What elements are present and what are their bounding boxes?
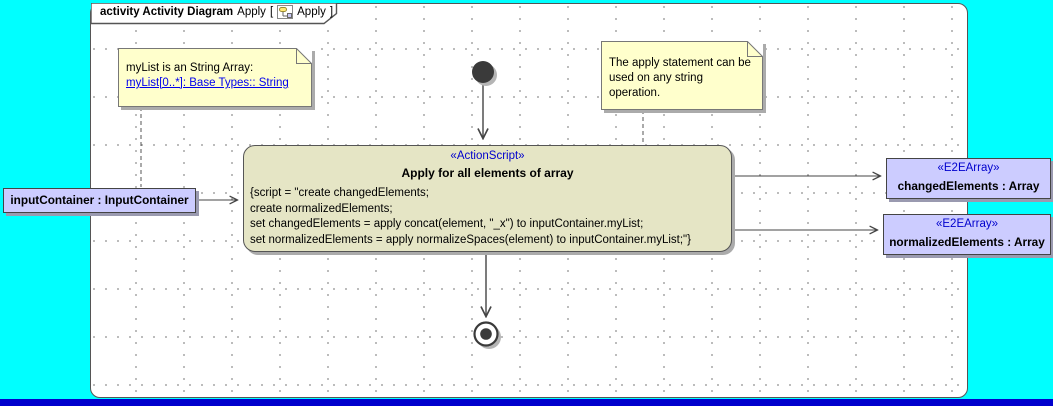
frame-tab-shape (90, 2, 338, 25)
script-line: set normalizedElements = apply normalize… (250, 234, 691, 247)
object-changed-elements[interactable]: «E2EArray» changedElements : Array (886, 158, 1051, 199)
mylist-type-link[interactable]: myList[0..*]: Base Types:: String (126, 77, 289, 89)
activity-final-node[interactable] (473, 321, 502, 350)
frame-keyword: activity Activity Diagram (100, 6, 234, 18)
object-normalized-elements[interactable]: «E2EArray» normalizedElements : Array (883, 214, 1051, 255)
script-line: set changedElements = apply concat(eleme… (250, 218, 644, 231)
object-input-container[interactable]: inputContainer : InputContainer (3, 188, 196, 213)
note-text-line: The apply statement can be (609, 57, 751, 69)
action-title: Apply for all elements of array (401, 166, 574, 180)
object-stereotype: «E2EArray» (935, 218, 998, 230)
object-name: changedElements : Array (897, 179, 1040, 193)
script-line: {script = "create changedElements; (250, 187, 429, 199)
action-apply-for-all-elements[interactable]: «ActionScript» Apply for all elements of… (243, 145, 732, 252)
frame-title: activity Activity Diagram Apply [ Apply … (100, 5, 333, 19)
object-name: normalizedElements : Array (889, 235, 1045, 249)
frame-bracket-close: ] (329, 6, 334, 18)
frame-name: Apply (237, 6, 266, 18)
action-stereotype: «ActionScript» (450, 150, 525, 162)
diagram-frame-header[interactable]: activity Activity Diagram Apply [ Apply … (90, 2, 339, 26)
object-stereotype: «E2EArray» (937, 162, 1000, 174)
frame-ref-name: Apply (297, 6, 326, 18)
bottom-bar (0, 399, 1053, 406)
note-fold-icon (296, 48, 312, 64)
script-line: create normalizedElements; (250, 202, 393, 215)
activity-diagram-icon (277, 5, 294, 19)
note-apply[interactable]: The apply statement can be used on any s… (601, 41, 763, 110)
note-text-line: myList is an String Array: (126, 62, 254, 74)
initial-node[interactable] (472, 61, 497, 86)
note-fold-icon (747, 41, 763, 57)
frame-bracket-open: [ (269, 6, 274, 18)
action-script-block: {script = "create changedElements; creat… (244, 184, 731, 249)
object-name: inputContainer : InputContainer (10, 193, 189, 207)
note-text-line: used on any string (609, 72, 703, 84)
note-mylist[interactable]: myList is an String Array: myList[0..*]:… (118, 48, 312, 107)
note-text-line: operation. (609, 87, 661, 99)
